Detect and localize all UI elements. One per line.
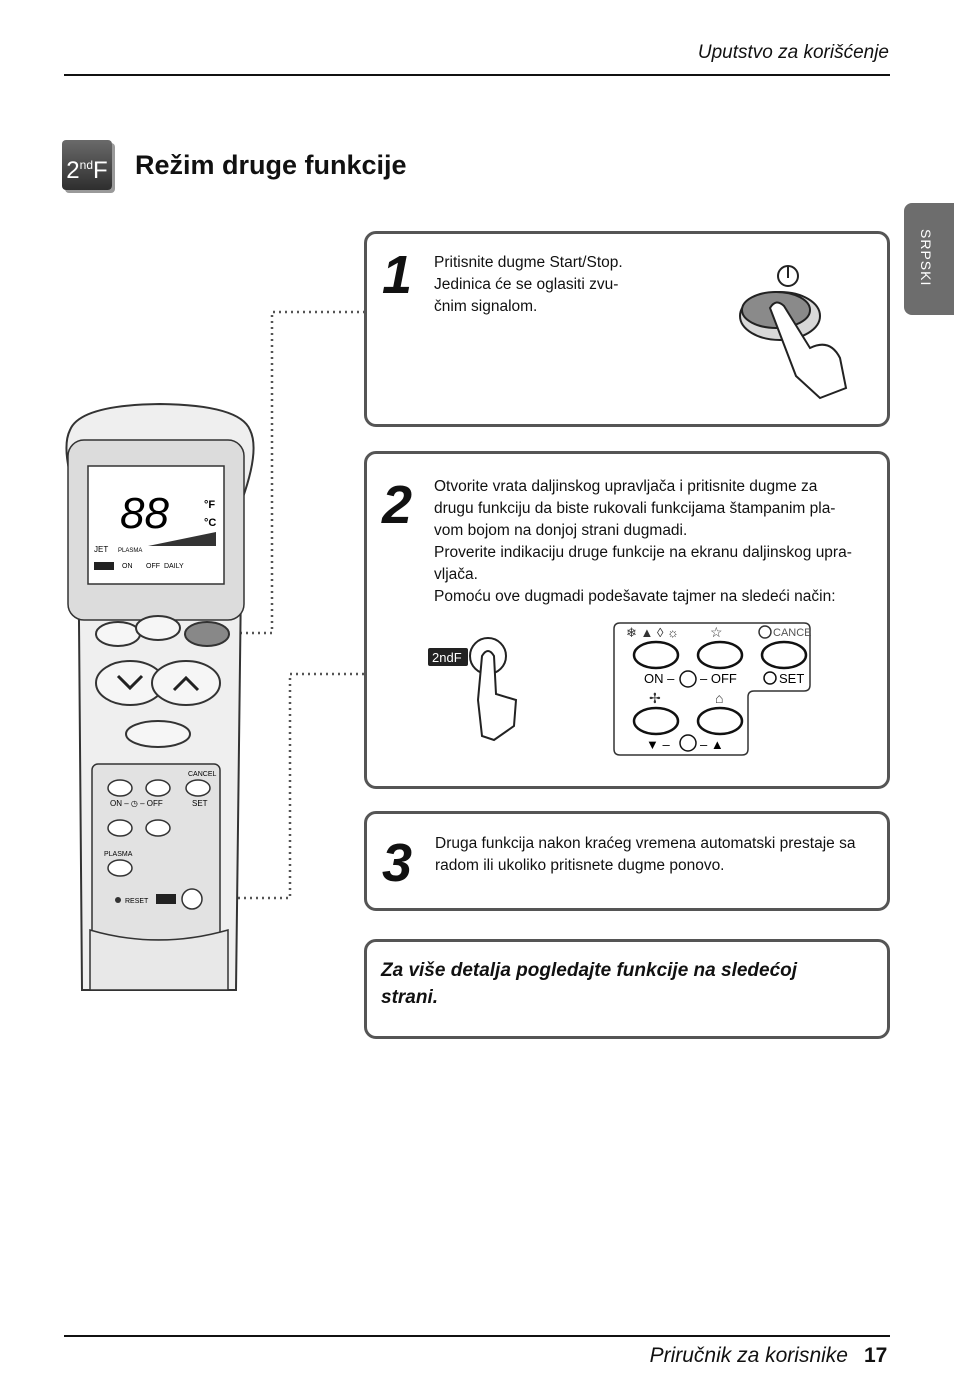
note-text: Za više detalja pogledajte funkcije na s… xyxy=(381,960,798,1008)
language-tab: SRPSKI xyxy=(904,203,954,315)
panel-down-button xyxy=(632,706,680,736)
footer-title: Priručnik za korisnike xyxy=(649,1344,848,1367)
panel-mode-button xyxy=(632,640,680,670)
panel-sleep-button xyxy=(696,640,744,670)
timer-button-panel: ❄ ▲ ◊ ☼ ☆ CANCEL ON – – OFF SET ✢ ⌂ ▼ – … xyxy=(613,622,812,756)
svg-text:✢: ✢ xyxy=(649,690,661,706)
svg-text:⌂: ⌂ xyxy=(715,690,723,706)
remote-2ndf-button xyxy=(181,888,203,910)
header-rule xyxy=(64,74,890,76)
remote-set-label: SET xyxy=(192,799,208,808)
panel-cancel-button xyxy=(760,640,808,670)
remote-on-off-label: ON – ◷ – OFF xyxy=(110,799,163,808)
panel-set-label: SET xyxy=(779,671,804,686)
lcd-2ndf-indicator xyxy=(94,562,114,570)
panel-cancel-label: CANCEL xyxy=(773,627,812,639)
svg-text:❄ ▲ ◊ ☼: ❄ ▲ ◊ ☼ xyxy=(626,625,679,640)
remote-reset-label: RESET xyxy=(125,898,149,905)
temp-up-button xyxy=(151,660,221,706)
panel-set-timer-icon xyxy=(763,671,777,685)
lcd-off: OFF xyxy=(146,563,160,570)
lcd-jet: JET xyxy=(94,545,108,554)
start-stop-press-illustration xyxy=(739,265,848,400)
step-2-text: Otvorite vrata daljinskog upravljača i p… xyxy=(434,478,852,605)
footer-rule xyxy=(64,1335,890,1337)
lcd-unit-c: °C xyxy=(204,517,216,529)
step-3-box xyxy=(364,811,890,911)
panel-timer-icon xyxy=(679,670,697,688)
step-3-text: Druga funkcija nakon kraćeg vremena auto… xyxy=(435,835,856,874)
step-3-number: 3 xyxy=(382,833,413,893)
panel-off-label: – OFF xyxy=(700,671,737,686)
start-stop-button xyxy=(184,621,230,647)
remote-door xyxy=(89,928,229,991)
fan-speed-button xyxy=(125,720,191,748)
panel-down-label: ▼ – xyxy=(646,737,670,752)
lcd-plasma: PLASMA xyxy=(118,548,142,554)
second-function-press-illustration: 2ndF xyxy=(428,637,518,742)
remote-2ndf-label xyxy=(156,894,176,904)
leader-line-step-2 xyxy=(208,672,365,900)
remote-control-illustration: 88 °F °C JET PLASMA ON OFF DAILY CANCEL … xyxy=(65,310,365,991)
step-1-number: 1 xyxy=(382,245,413,305)
lcd-segments: 88 xyxy=(120,489,169,538)
svg-text:2ndF: 2ndF xyxy=(432,650,462,665)
mode-button xyxy=(95,621,141,647)
page-number: 17 xyxy=(864,1344,888,1367)
svg-text:☆: ☆ xyxy=(710,624,723,640)
panel-up-label: – ▲ xyxy=(700,737,724,752)
lcd-daily: DAILY xyxy=(164,563,184,570)
lcd-on: ON xyxy=(122,563,133,570)
swing-button xyxy=(135,615,181,641)
lcd-fan-bar xyxy=(148,532,216,546)
panel-on-label: ON – xyxy=(644,671,675,686)
step-2-number: 2 xyxy=(382,475,413,535)
step-1-text: Pritisnite dugme Start/Stop. Jedinica će… xyxy=(434,254,623,315)
running-header: Uputstvo za korišćenje xyxy=(697,42,889,63)
lcd-unit-f: °F xyxy=(204,499,215,511)
panel-up-button xyxy=(696,706,744,736)
panel-timer-icon-2 xyxy=(679,734,697,752)
section-title: Režim druge funkcije xyxy=(135,150,407,180)
second-function-icon: 2ndF xyxy=(62,140,112,190)
remote-cancel-label: CANCEL xyxy=(188,771,217,778)
note-box xyxy=(364,939,890,1039)
remote-plasma-label: PLASMA xyxy=(104,851,133,858)
